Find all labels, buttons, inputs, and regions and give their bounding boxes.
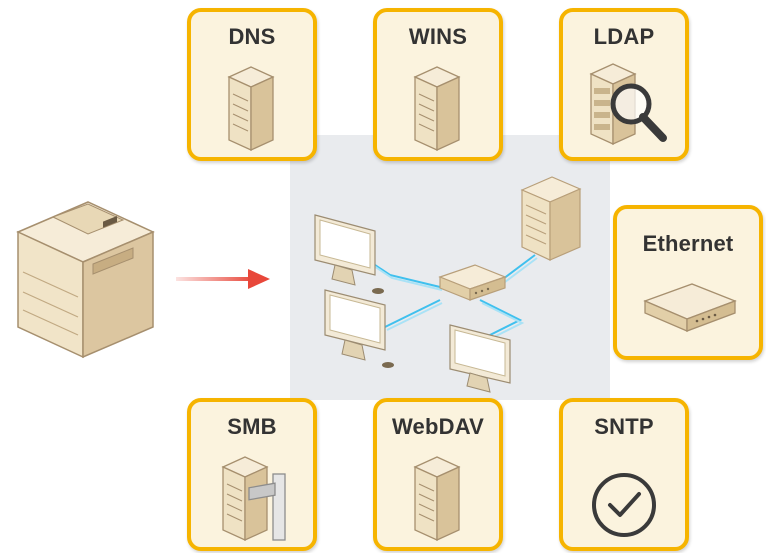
dns-card: DNS [187, 8, 317, 161]
network-cables [359, 254, 538, 349]
ethernet-hub-icon [643, 283, 737, 332]
server-icon [413, 66, 461, 152]
hub-icon [438, 264, 507, 301]
clock-icon [592, 473, 656, 537]
smb-card: SMB [187, 398, 317, 551]
webdav-card: WebDAV [373, 398, 503, 551]
network-illustration [314, 176, 582, 393]
wins-card: WINS [373, 8, 503, 161]
ethernet-label: Ethernet [642, 231, 734, 256]
sntp-label: SNTP [594, 414, 654, 439]
directory-search-icon [589, 63, 667, 146]
wins-label: WINS [408, 24, 468, 49]
ldap-card: LDAP [559, 8, 689, 161]
arrow-icon [176, 269, 270, 289]
server-icon [227, 66, 275, 152]
ethernet-card: Ethernet [613, 205, 763, 360]
sntp-card: SNTP [559, 398, 689, 551]
webdav-label: WebDAV [391, 414, 485, 439]
computer-monitor-icon [324, 289, 394, 368]
ldap-label: LDAP [593, 24, 655, 49]
printer-icon [16, 201, 155, 359]
smb-label: SMB [227, 414, 277, 439]
computer-monitor-icon [314, 214, 384, 294]
server-icon [413, 456, 461, 542]
dns-label: DNS [228, 24, 276, 49]
network-server-icon [520, 176, 582, 261]
computer-monitor-icon [449, 324, 511, 393]
server-share-icon [221, 456, 286, 542]
